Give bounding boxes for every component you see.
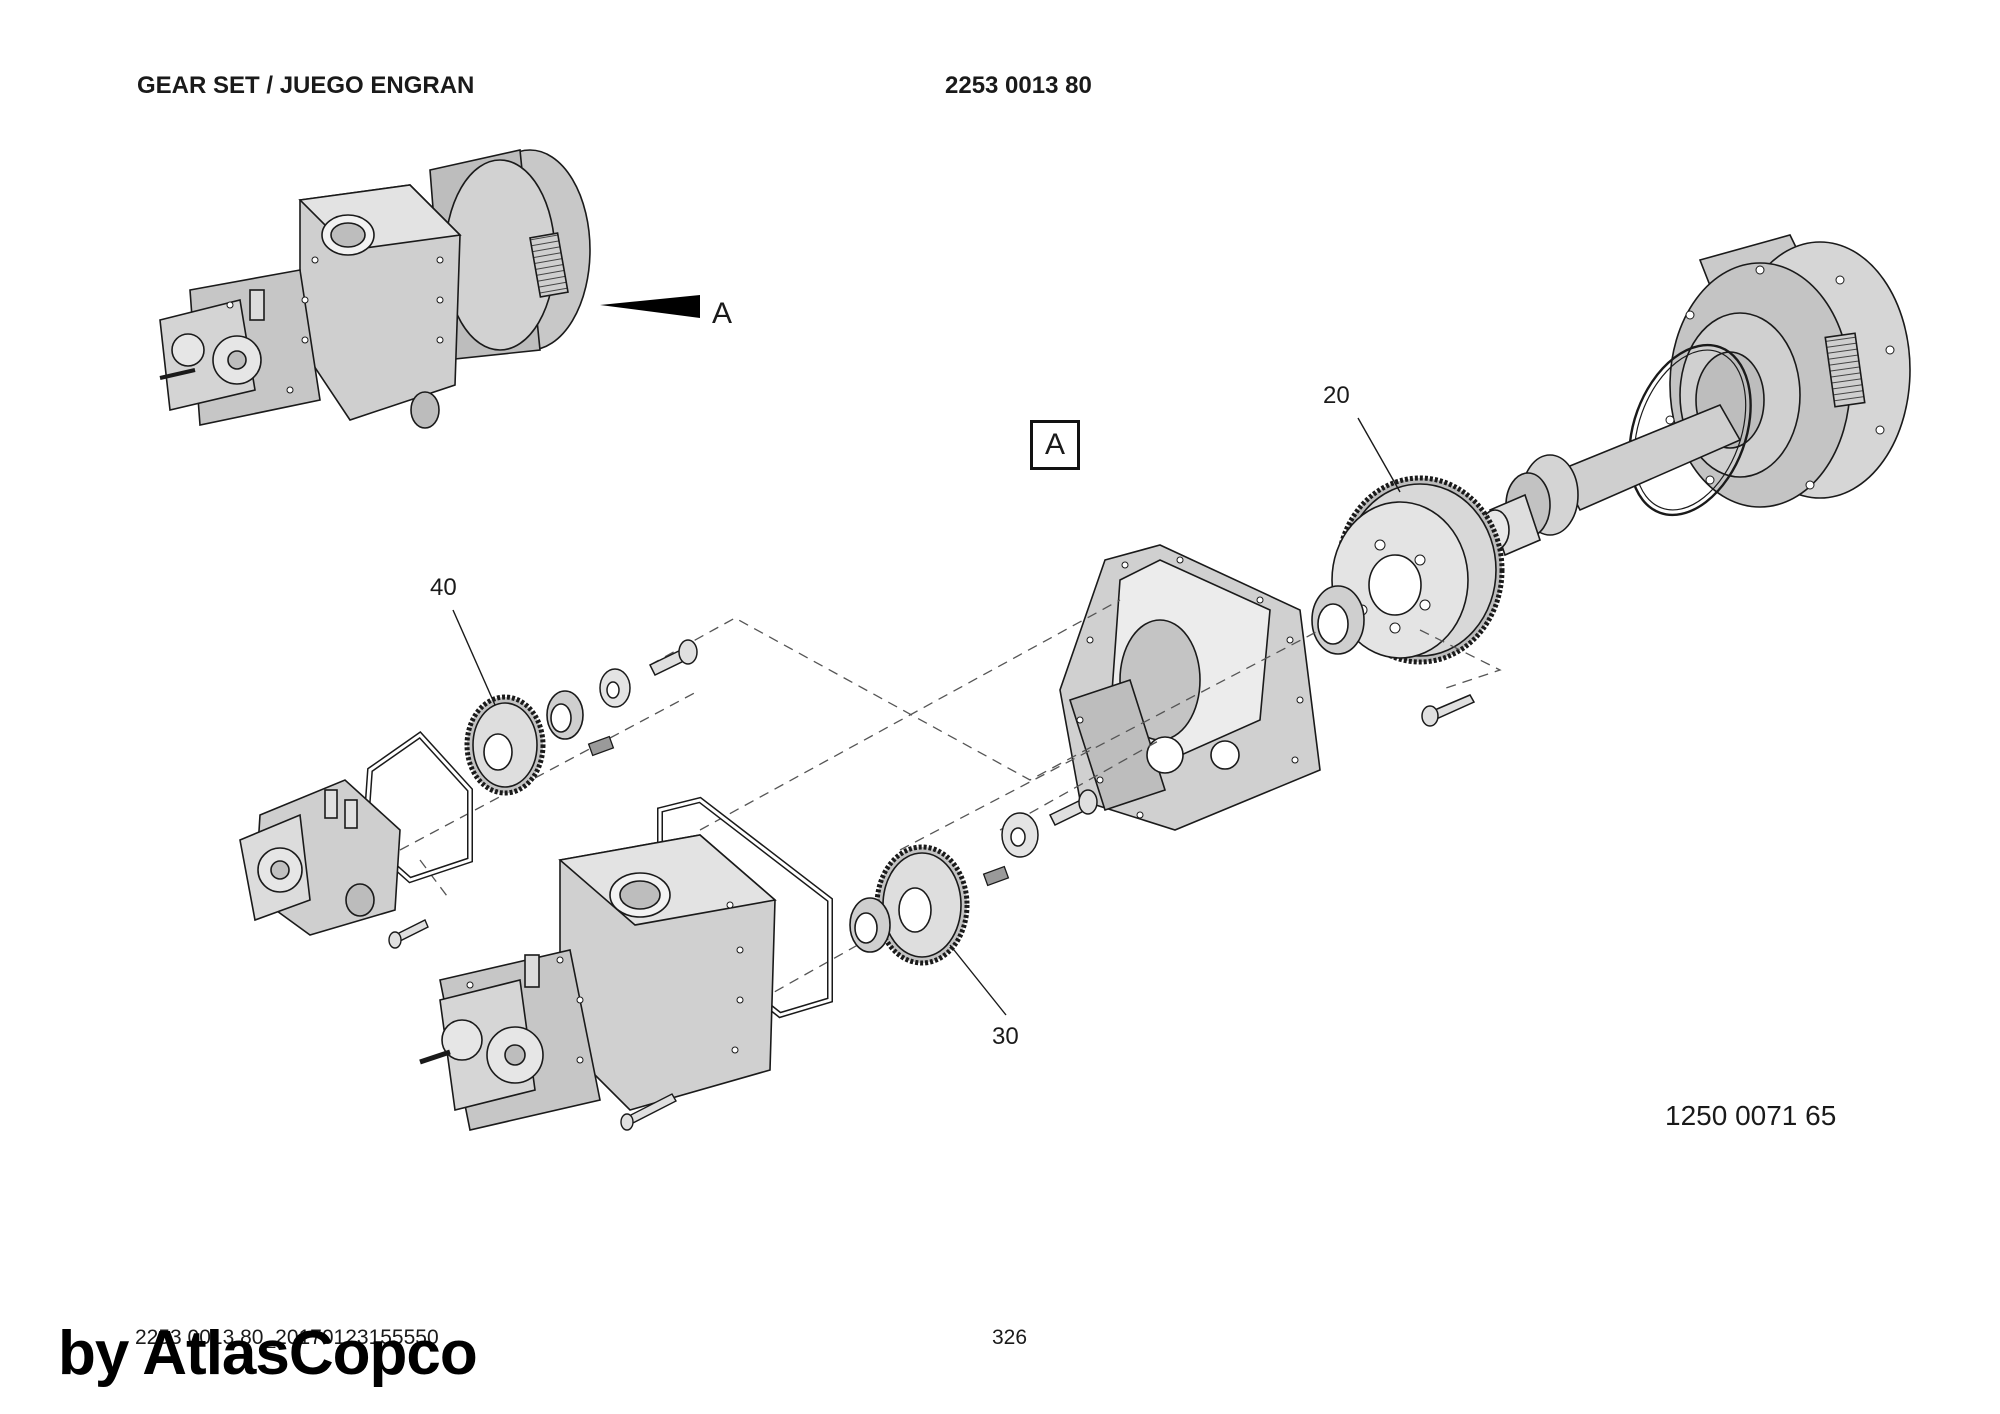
footer-doc-ref: 2253 0013 80_20170123155550 [135,1326,439,1349]
watermark: by AtlasCopco [58,1319,478,1388]
leader-lines [452,417,1401,1016]
gear-30 [874,844,970,966]
view-box-label: A [1030,420,1080,470]
key-30 [982,865,1010,887]
gear-40 [464,694,546,796]
bearing-30 [849,897,891,953]
drive-shaft [1480,403,1742,557]
gear-housing [1059,544,1321,831]
view-arrow-label: A [712,297,733,330]
footer-page-number: 326 [992,1326,1028,1349]
overview-assembly [159,149,591,429]
page-title: GEAR SET / JUEGO ENGRAN [137,72,475,99]
compressor-element [419,796,833,1131]
gear-20 [1331,475,1505,665]
part-number: 2253 0013 80 [945,72,1092,99]
callout-40: 40 [430,574,457,601]
drawing-number: 1250 0071 65 [1665,1100,1837,1131]
callout-20: 20 [1323,382,1350,409]
washer-40 [599,668,631,708]
key-40 [587,735,615,757]
element-bolt [620,1093,677,1131]
assembly-lines [399,599,1502,1001]
motor-flange [1628,234,1911,517]
callout-30: 30 [992,1023,1019,1050]
pump-bolt [388,919,429,949]
view-arrow [600,295,700,318]
bolt-30 [1048,789,1098,826]
bolt-40 [648,639,698,676]
bolt-20 [1421,694,1476,727]
bearing-20 [1311,585,1365,655]
bearing-40 [546,690,584,740]
pump-housing [239,731,473,936]
washer-30 [1001,812,1039,858]
